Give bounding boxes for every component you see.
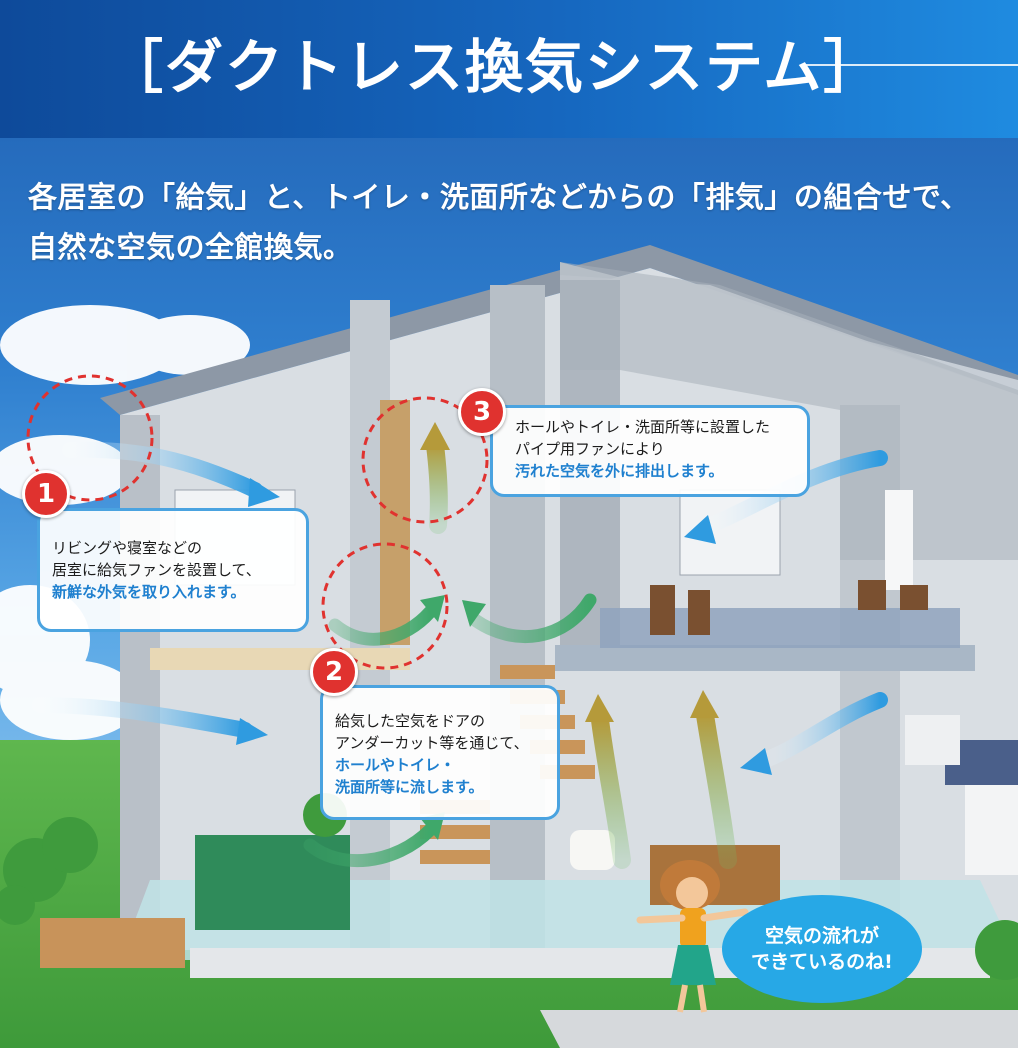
dashed-highlight-circles [26, 374, 489, 670]
callout-1: リビングや寝室などの 居室に給気ファンを設置して、 新鮮な外気を取り入れます。 [37, 508, 309, 632]
subtitle-line-2: 自然な空気の全館換気。 [28, 230, 353, 264]
title-divider-line [806, 64, 1018, 66]
callout-1-highlight: 新鮮な外気を取り入れます。 [52, 583, 246, 601]
bushes [0, 793, 1018, 980]
callout-2-line-1: 給気した空気をドアの [335, 712, 486, 730]
exhaust-arrows [426, 436, 737, 869]
callout-3-highlight: 汚れた空気を外に排出します。 [515, 462, 724, 480]
supply-arrows [32, 441, 888, 770]
woman-figure [636, 860, 749, 1013]
callout-1-line-2: 居室に給気ファンを設置して、 [52, 561, 261, 579]
callout-1-line-1: リビングや寝室などの [52, 539, 203, 557]
callout-2-highlight-1: ホールやトイレ・ [335, 756, 456, 774]
badge-3: 3 [458, 388, 506, 436]
speech-bubble-line-1: 空気の流れが [764, 925, 879, 947]
subtitle-line-1: 各居室の「給気」と、トイレ・洗面所などからの「排気」の組合せで、 [28, 180, 970, 214]
speech-bubble: 空気の流れが できているのね! [722, 895, 922, 1003]
callout-3: ホールやトイレ・洗面所等に設置した パイプ用ファンにより 汚れた空気を外に排出し… [490, 405, 810, 497]
title-banner [0, 0, 1018, 138]
page-title: ［ダクトレス換気システム］ [105, 33, 884, 101]
callout-2: 給気した空気をドアの アンダーカット等を通じて、 ホールやトイレ・ 洗面所等に流… [320, 685, 560, 820]
callout-2-line-2: アンダーカット等を通じて、 [335, 734, 529, 752]
callout-3-line-2: パイプ用ファンにより [515, 440, 665, 458]
exhaust-arrowheads [420, 422, 719, 722]
badge-1: 1 [22, 470, 70, 518]
callout-2-highlight-2: 洗面所等に流します。 [335, 778, 484, 796]
badge-2: 2 [310, 648, 358, 696]
flow-arrows [303, 593, 597, 868]
speech-bubble-line-2: できているのね! [751, 951, 893, 973]
supply-arrowheads [236, 478, 772, 775]
callout-3-line-1: ホールやトイレ・洗面所等に設置した [515, 418, 771, 436]
